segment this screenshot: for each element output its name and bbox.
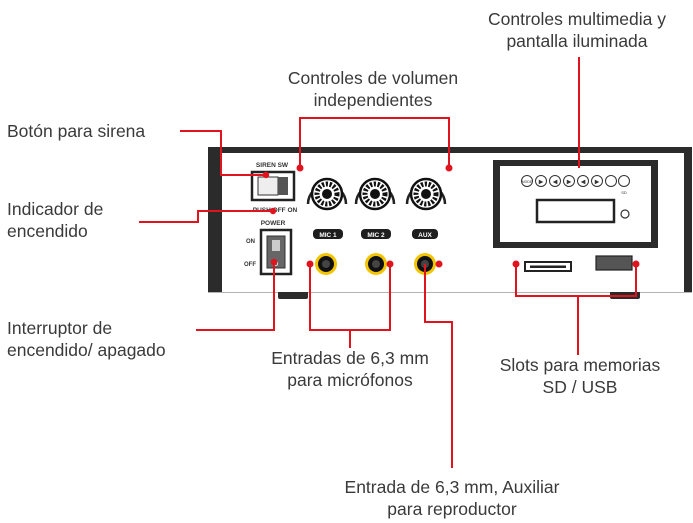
callout-line-aux — [424, 264, 453, 468]
mode-button-label: MODE — [522, 180, 533, 184]
aux-label-pill — [412, 229, 438, 239]
next-track-icon: ▶ — [567, 180, 572, 186]
callout-multimedia: Controles multimedia y pantalla iluminad… — [462, 8, 692, 52]
callout-volume-line1: Controles de volumen — [287, 68, 459, 88]
callout-line-switch — [196, 262, 275, 331]
mic2-label: MIC 2 — [367, 232, 385, 239]
mic1-label: MIC 1 — [319, 232, 337, 239]
volume-knob-mic1 — [306, 177, 348, 211]
callout-mic-inputs-line1: Entradas de 6,3 mm — [271, 348, 429, 368]
jack-mic2 — [365, 253, 387, 275]
power-rocker — [266, 235, 286, 269]
power-rocker-mark: O — [274, 262, 279, 268]
prev-track-icon: ◀ — [553, 180, 558, 186]
lcd-display — [535, 198, 616, 224]
callout-dots — [262, 164, 640, 268]
callout-volume-line2: independientes — [313, 90, 433, 110]
callout-multimedia-line2: pantalla iluminada — [506, 31, 648, 51]
jack-mic1 — [315, 253, 337, 275]
callout-line-slots — [515, 264, 637, 297]
callout-aux-input-line2: para reproductor — [387, 499, 517, 519]
siren-switch-button — [257, 176, 279, 196]
volume-knob-mic2 — [354, 177, 396, 211]
off-label: OFF — [244, 262, 256, 268]
aux-label: AUX — [418, 232, 432, 239]
volume-knob-aux — [405, 177, 447, 211]
callout-lines — [139, 57, 637, 468]
power-rocker-top — [272, 240, 280, 251]
rewind-icon: ◀ — [581, 180, 586, 186]
callout-line-volume — [299, 117, 450, 167]
mic1-label-pill — [313, 229, 343, 239]
callout-volume: Controles de volumen independientes — [268, 67, 478, 111]
callout-indicator-line1: Indicador de — [7, 199, 104, 219]
callout-slots: Slots para memorias SD / USB — [470, 354, 690, 398]
ir-sensor — [620, 209, 630, 219]
mic2-label-pill — [361, 229, 391, 239]
callout-switch-line2: encendido/ apagado — [7, 340, 166, 360]
callout-siren: Botón para sirena — [7, 121, 146, 141]
foot-left — [278, 291, 308, 299]
sd-card-slot-opening — [530, 265, 566, 268]
play-pause-icon: ▶ — [539, 180, 544, 186]
callout-indicator-line2: encendido — [7, 221, 88, 241]
callout-indicator: Indicador de encendido — [7, 198, 103, 242]
callout-switch: Interruptor de encendido/ apagado — [7, 317, 166, 361]
siren-switch-shadow — [278, 177, 288, 195]
callout-aux-input-line1: Entrada de 6,3 mm, Auxiliar — [344, 477, 560, 497]
siren-sw-label: SIREN SW — [256, 162, 289, 169]
callout-aux-input: Entrada de 6,3 mm, Auxiliar para reprodu… — [302, 476, 602, 520]
forward-icon: ▶ — [595, 180, 600, 186]
callout-slots-line2: SD / USB — [542, 377, 618, 397]
callout-multimedia-line1: Controles multimedia y — [488, 9, 666, 29]
sd-button-label: SD — [621, 190, 627, 195]
callout-switch-line1: Interruptor de — [7, 318, 113, 338]
callout-mic-inputs: Entradas de 6,3 mm para micrófonos — [240, 347, 460, 391]
multimedia-buttons: MODE ▶ ◀ ▶ ◀ ▶ SD — [521, 175, 630, 195]
callout-mic-inputs-line2: para micrófonos — [287, 370, 413, 390]
callout-line-indicator — [139, 210, 273, 223]
callout-line-siren — [180, 130, 266, 176]
power-label: POWER — [261, 220, 286, 227]
callout-slots-line1: Slots para memorias — [499, 355, 661, 375]
usb-slot — [595, 255, 633, 271]
on-label: ON — [246, 239, 255, 245]
